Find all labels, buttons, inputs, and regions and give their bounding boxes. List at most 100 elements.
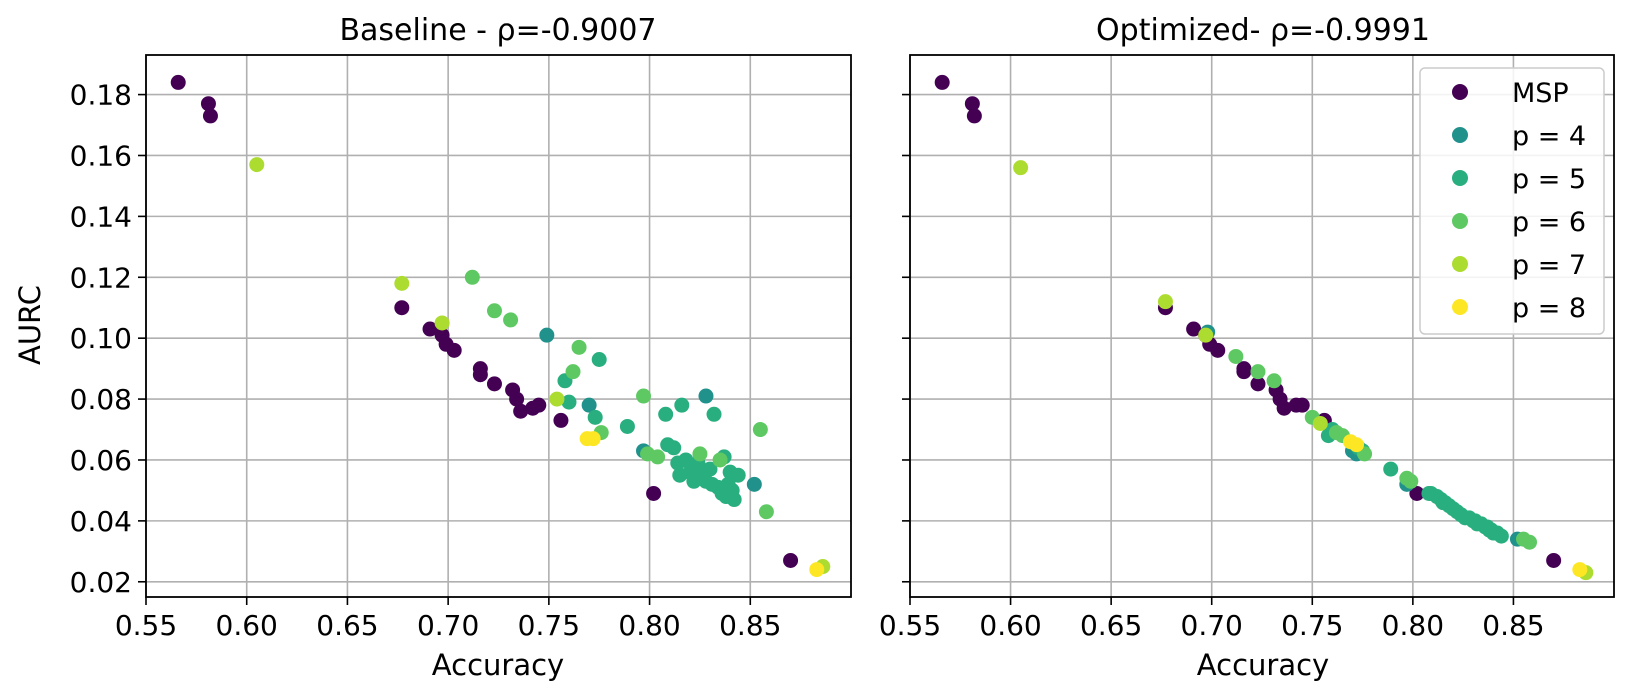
data-point xyxy=(571,339,587,355)
legend-label: p = 6 xyxy=(1512,207,1586,238)
x-tick-label: 0.65 xyxy=(1080,609,1142,642)
data-point xyxy=(1250,376,1266,392)
data-point xyxy=(726,492,742,508)
data-point xyxy=(698,388,714,404)
data-point xyxy=(674,397,690,413)
x-tick-label: 0.70 xyxy=(417,609,479,642)
x-tick-label: 0.70 xyxy=(1181,609,1243,642)
data-point xyxy=(486,376,502,392)
chart-title: Baseline - ρ=-0.9007 xyxy=(339,13,656,48)
data-point xyxy=(1493,528,1509,544)
legend-marker xyxy=(1452,299,1468,315)
data-point xyxy=(553,412,569,428)
y-axis-label: AURC xyxy=(13,285,47,365)
y-tick-label: 0.08 xyxy=(70,383,132,416)
data-point xyxy=(434,315,450,331)
data-point xyxy=(200,96,216,112)
data-point xyxy=(591,351,607,367)
data-point xyxy=(446,342,462,358)
y-tick-label: 0.12 xyxy=(70,261,132,294)
data-point xyxy=(712,452,728,468)
data-point xyxy=(658,406,674,422)
data-point xyxy=(1198,327,1214,343)
plot-frame xyxy=(909,54,1615,598)
data-point xyxy=(650,449,666,465)
data-points xyxy=(934,74,1594,581)
data-point xyxy=(394,300,410,316)
x-tick-label: 0.60 xyxy=(979,609,1041,642)
x-tick-label: 0.55 xyxy=(879,609,941,642)
data-point xyxy=(513,403,529,419)
data-point xyxy=(472,367,488,383)
data-point xyxy=(730,467,746,483)
data-point xyxy=(758,504,774,520)
data-point xyxy=(1236,364,1252,380)
legend-marker xyxy=(1452,84,1468,100)
data-point xyxy=(539,327,555,343)
legend-label: p = 4 xyxy=(1512,121,1586,152)
y-tick-label: 0.10 xyxy=(70,322,132,355)
data-point xyxy=(678,452,694,468)
x-tick-label: 0.55 xyxy=(115,609,177,642)
data-point xyxy=(692,446,708,462)
plot-frame xyxy=(145,54,852,598)
data-point xyxy=(581,397,597,413)
x-tick-label: 0.85 xyxy=(719,609,781,642)
data-point xyxy=(561,394,577,410)
data-point xyxy=(1157,294,1173,310)
y-tick-label: 0.04 xyxy=(70,505,132,538)
data-point xyxy=(666,440,682,456)
y-tick-label: 0.16 xyxy=(70,139,132,172)
data-point xyxy=(619,418,635,434)
data-point xyxy=(1210,342,1226,358)
x-tick-label: 0.85 xyxy=(1482,609,1544,642)
data-point xyxy=(531,397,547,413)
baseline-panel: Baseline - ρ=-0.9007 Accuracy AURC 0.55 0… xyxy=(13,13,852,682)
y-tick-label: 0.06 xyxy=(70,444,132,477)
data-point xyxy=(646,485,662,501)
x-axis-label: Accuracy xyxy=(432,648,564,682)
legend-marker xyxy=(1452,127,1468,143)
x-axis-label: Accuracy xyxy=(1197,648,1329,682)
data-point xyxy=(587,409,603,425)
data-point xyxy=(934,74,950,90)
data-point xyxy=(170,74,186,90)
data-point xyxy=(1546,552,1562,568)
data-point xyxy=(1522,534,1538,550)
data-point xyxy=(966,108,982,124)
data-point xyxy=(1349,437,1365,453)
data-point xyxy=(202,108,218,124)
grid xyxy=(145,55,851,597)
data-point xyxy=(486,303,502,319)
chart-title: Optimized- ρ=-0.9991 xyxy=(1096,13,1430,48)
x-tick-label: 0.80 xyxy=(1382,609,1444,642)
data-point xyxy=(1294,397,1310,413)
data-point xyxy=(565,364,581,380)
x-tick-label: 0.75 xyxy=(518,609,580,642)
data-point xyxy=(964,96,980,112)
data-point xyxy=(1250,364,1266,380)
legend-marker xyxy=(1452,256,1468,272)
data-points xyxy=(170,74,831,578)
data-point xyxy=(1266,373,1282,389)
data-point xyxy=(249,157,265,173)
data-point xyxy=(1403,473,1419,489)
legend-label: p = 5 xyxy=(1512,164,1586,195)
data-point xyxy=(706,406,722,422)
data-point xyxy=(503,312,519,328)
x-tick-label: 0.65 xyxy=(316,609,378,642)
y-tick-label: 0.18 xyxy=(70,79,132,112)
optimized-panel: Optimized- ρ=-0.9991 Accuracy 0.55 0.60 0.… xyxy=(879,13,1615,682)
legend-label: MSP xyxy=(1512,78,1569,109)
data-point xyxy=(1409,485,1425,501)
data-point xyxy=(746,476,762,492)
data-point xyxy=(549,391,565,407)
x-tick-label: 0.60 xyxy=(216,609,278,642)
data-point xyxy=(783,552,799,568)
data-point xyxy=(1312,415,1328,431)
data-point xyxy=(636,388,652,404)
data-point xyxy=(585,431,601,447)
